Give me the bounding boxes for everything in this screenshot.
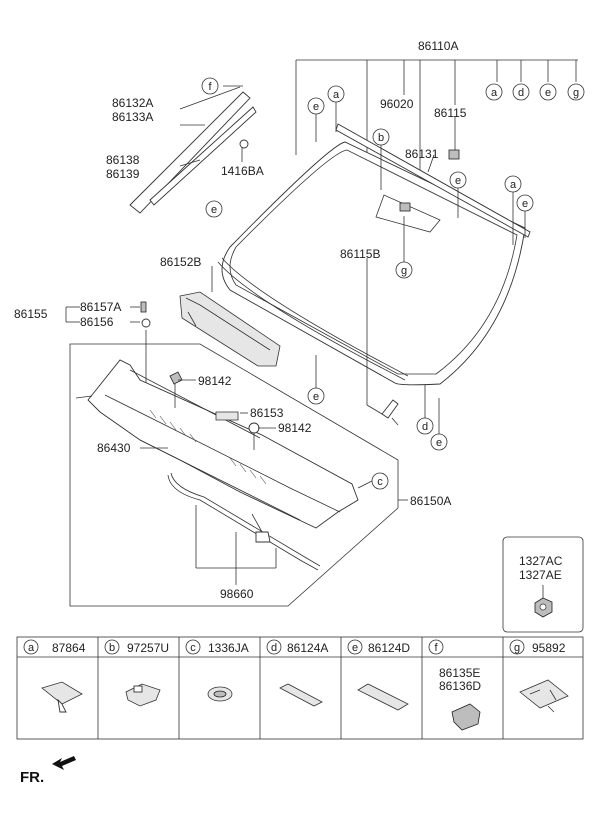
svg-text:a: a [491, 87, 498, 99]
svg-text:e: e [313, 391, 319, 403]
svg-text:e: e [522, 198, 528, 210]
washer-hose [167, 472, 321, 585]
callout-f [201, 77, 219, 95]
legend-part-e: 86124D [368, 641, 410, 655]
legend-part-b: 97257U [127, 641, 169, 655]
svg-text:c: c [190, 642, 196, 654]
callout-d [512, 83, 530, 101]
svg-text:d: d [271, 642, 277, 654]
svg-text:g: g [401, 265, 407, 277]
legend-part-c: 1336JA [208, 641, 249, 655]
part-86153 [215, 411, 248, 421]
label-86152B: 86152B [160, 255, 201, 269]
label-98142-b: 98142 [278, 421, 312, 435]
svg-text:e: e [436, 437, 442, 449]
label-86110A: 86110A [418, 39, 458, 53]
label-1327AE: 1327AE [519, 568, 562, 582]
front-arrow-icon [52, 756, 76, 770]
label-86131: 86131 [405, 147, 439, 161]
callout-letters: a d e g f e a b e a e g e e d e c [208, 81, 579, 488]
legend-part-f2: 86136D [439, 679, 481, 693]
legend-part-g: 95892 [532, 641, 566, 655]
svg-text:f: f [208, 81, 212, 93]
svg-text:a: a [333, 89, 340, 101]
legend-icon-c [207, 686, 233, 702]
svg-text:c: c [377, 476, 383, 488]
legend-headers: a 87864 b 97257U c 1336JA d 86124A e 861… [28, 641, 566, 693]
svg-text:d: d [518, 87, 524, 99]
svg-text:e: e [313, 101, 319, 113]
label-86156: 86156 [80, 315, 114, 329]
svg-text:d: d [422, 421, 428, 433]
label-86157A: 86157A [80, 300, 121, 314]
svg-text:e: e [545, 87, 551, 99]
cowl-top-cover [75, 359, 359, 529]
label-98142-a: 98142 [198, 374, 232, 388]
label-86153: 86153 [250, 406, 284, 420]
callout-e [539, 83, 557, 101]
label-98660: 98660 [220, 587, 254, 601]
legend-icon-g [519, 679, 569, 713]
legend-icon-e [357, 683, 409, 711]
svg-text:f: f [434, 642, 438, 654]
cowl-group-box [69, 343, 408, 607]
legend-table [16, 636, 584, 740]
label-86132A: 86132A [112, 96, 153, 110]
label-86138: 86138 [106, 153, 140, 167]
svg-text:e: e [455, 175, 461, 187]
label-86150A: 86150A [410, 494, 451, 508]
callouts [201, 77, 585, 490]
pillar-trim [129, 85, 257, 214]
legend-icon-f [451, 703, 481, 731]
windshield-glass [217, 141, 526, 386]
label-86133A: 86133A [112, 110, 153, 124]
legend-part-a: 87864 [52, 641, 86, 655]
label-86115: 86115 [434, 106, 467, 120]
nut-box [502, 536, 584, 633]
front-label: FR. [20, 769, 44, 786]
connector-86115B [366, 258, 399, 426]
legend-icon-d [279, 683, 323, 707]
callout-a [485, 83, 503, 101]
diagram-labels: 86110A 86132A 86133A 96020 86115 86138 8… [14, 39, 563, 786]
svg-text:b: b [109, 642, 115, 654]
svg-text:e: e [211, 204, 217, 216]
svg-text:b: b [378, 132, 384, 144]
label-86115B: 86115B [340, 247, 380, 261]
top-moulding [335, 123, 531, 238]
callout-g [567, 83, 585, 101]
label-1327AC: 1327AC [519, 554, 563, 568]
legend-part-f1: 86135E [439, 666, 480, 680]
svg-text:e: e [352, 642, 358, 654]
label-1416BA: 1416BA [221, 164, 264, 178]
legend-part-d: 86124A [287, 641, 328, 655]
svg-text:g: g [573, 87, 579, 99]
label-96020: 96020 [380, 97, 414, 111]
label-86430: 86430 [97, 441, 131, 455]
label-86155: 86155 [14, 307, 48, 321]
svg-text:a: a [28, 642, 35, 654]
legend-icon-a [41, 681, 83, 713]
clip-86115 [448, 117, 460, 160]
svg-text:g: g [514, 642, 520, 654]
label-86139: 86139 [106, 167, 140, 181]
callout-e [205, 200, 223, 218]
clip-98142 [169, 371, 276, 450]
legend-icon-b [125, 683, 161, 707]
seal-86152B [179, 266, 281, 367]
svg-text:a: a [510, 179, 517, 191]
